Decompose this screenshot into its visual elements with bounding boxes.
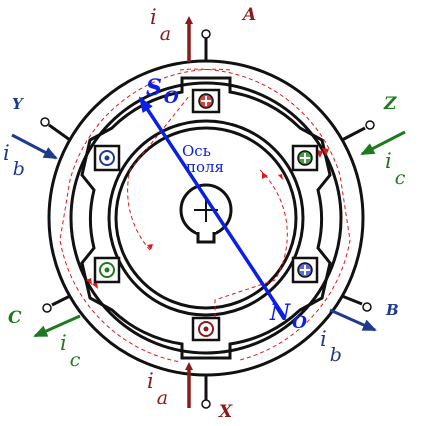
terminal-b-label: B bbox=[385, 301, 399, 319]
terminal-z-label: Z bbox=[383, 94, 397, 114]
current-b-left-arrow bbox=[11, 133, 58, 160]
field-axis-label-line1: Ось bbox=[182, 142, 211, 160]
terminal-y-label: Y bbox=[12, 95, 24, 113]
conductor-b-plus bbox=[291, 256, 319, 284]
conductor-y-dot bbox=[93, 144, 121, 172]
slot-conductors bbox=[93, 88, 319, 342]
terminal-leads bbox=[40, 29, 375, 409]
conductor-c-dot bbox=[93, 256, 121, 284]
rotor-shaft bbox=[179, 183, 233, 244]
current-a-top-label: ia bbox=[150, 5, 171, 45]
terminal-a-label: A bbox=[241, 5, 256, 25]
field-axis-label-line2: поля bbox=[186, 158, 224, 176]
current-b-right-label: ib bbox=[320, 327, 342, 366]
current-b-left-label: ib bbox=[3, 141, 25, 180]
stator-core bbox=[80, 76, 332, 360]
current-b-right-arrow bbox=[329, 308, 377, 332]
current-c-right-arrow bbox=[360, 130, 406, 156]
current-c-right-label: ic bbox=[385, 149, 406, 189]
terminal-c-label: C bbox=[8, 308, 22, 328]
flux-lines bbox=[59, 68, 351, 363]
current-a-bottom-label: ia bbox=[147, 369, 168, 409]
field-axis-arrow bbox=[138, 96, 287, 319]
conductor-x-dot bbox=[191, 316, 221, 342]
conductor-z-plus bbox=[291, 144, 319, 172]
flux-arrows bbox=[86, 148, 329, 289]
current-c-left-label: ic bbox=[60, 331, 81, 371]
terminal-x-label: X bbox=[218, 402, 233, 422]
current-c-left-arrow bbox=[33, 314, 81, 338]
conductor-a-plus bbox=[191, 88, 221, 114]
current-arrows bbox=[11, 16, 406, 408]
